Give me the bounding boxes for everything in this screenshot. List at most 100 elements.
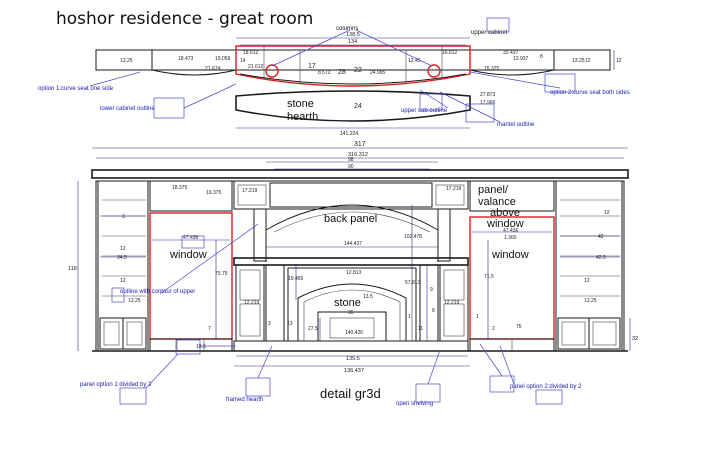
dim-text: 13.25 bbox=[572, 58, 585, 64]
stone-label: stone bbox=[334, 297, 361, 309]
outline-note-label: outline with contour of upper bbox=[120, 289, 195, 295]
dim-text: 16.612 bbox=[442, 50, 458, 56]
callout-box bbox=[119, 387, 147, 405]
framed-hearth bbox=[233, 340, 469, 352]
dim-text: 27.873 bbox=[480, 92, 496, 98]
fireplace-arch bbox=[297, 283, 407, 341]
stone-hearth-outline bbox=[235, 90, 471, 122]
framed-hearth-label: framed hearth bbox=[226, 397, 263, 403]
mantel-shelf bbox=[233, 257, 469, 266]
dim-text: 134 bbox=[348, 39, 357, 45]
dim-text: 13 bbox=[287, 321, 293, 327]
callout-box bbox=[419, 93, 443, 111]
dim-text: 34.5 bbox=[117, 255, 127, 261]
left-column bbox=[253, 208, 267, 262]
dim-text: 141.224 bbox=[340, 131, 358, 137]
dim-text: 47.436 bbox=[503, 228, 519, 234]
dim-text: 18.375 bbox=[172, 185, 188, 191]
callout-box bbox=[153, 97, 185, 119]
stone-label: stone bbox=[287, 98, 314, 110]
valance-label-line2: valance bbox=[478, 196, 516, 208]
dim-text: 19.059 bbox=[215, 56, 231, 62]
dim-text: 3 bbox=[122, 214, 125, 220]
dim-text: 144.437 bbox=[344, 241, 362, 247]
callout-box bbox=[175, 339, 201, 355]
dim-text: 90 bbox=[348, 164, 354, 170]
right-valance bbox=[469, 180, 555, 212]
center-upper-panel bbox=[269, 182, 433, 208]
right-window-label: window bbox=[491, 249, 529, 261]
center-upper-cabinets bbox=[233, 180, 469, 210]
columns-label: columns bbox=[336, 26, 358, 32]
dim-text: 32.437 bbox=[503, 50, 519, 56]
top-plan: 138.5 134 13.25 18.473 19.059 18.612 21.… bbox=[38, 17, 630, 137]
dim-text: 9 bbox=[430, 287, 433, 293]
dim-text: 32 bbox=[632, 336, 638, 342]
dim-text: 13.5 bbox=[363, 294, 373, 300]
hearth-label: hearth bbox=[287, 111, 318, 123]
dim-text: 12 bbox=[585, 58, 591, 64]
dim-text: 1.360 bbox=[504, 235, 517, 241]
callout-box bbox=[535, 389, 563, 405]
dim-text: 3 bbox=[268, 321, 271, 327]
dim-text: 12 bbox=[120, 246, 126, 252]
firebox bbox=[317, 311, 387, 342]
panel-option2-label: panel option 2:divided by 2 bbox=[510, 384, 582, 390]
dim-text: 1 bbox=[476, 314, 479, 320]
dim-text: 71.5 bbox=[484, 274, 494, 280]
dim-text: 24.995 bbox=[370, 70, 386, 76]
dim-text: 24 bbox=[354, 103, 362, 110]
dim-text: 21.612 bbox=[248, 64, 264, 70]
option1-label: option 1:curve seat one side bbox=[38, 86, 114, 92]
callout-box bbox=[486, 17, 510, 33]
right-column bbox=[437, 208, 451, 262]
dim-text: 15.375 bbox=[484, 66, 500, 72]
upper-cabinet-outline bbox=[235, 45, 471, 87]
dim-text: 75 bbox=[516, 324, 522, 330]
dim-text: 102.478 bbox=[404, 234, 422, 240]
callout-box bbox=[415, 383, 441, 403]
dim-text: 17.219 bbox=[446, 186, 462, 192]
front-elevation: 317 316.312 98 90 bbox=[68, 141, 638, 407]
dim-text: 14 bbox=[240, 58, 246, 64]
valance-label-line3: above bbox=[490, 207, 520, 219]
dim-text: 13.25 bbox=[128, 298, 141, 304]
dim-text: 138.5 bbox=[346, 32, 360, 38]
drawing-title: hoshor residence - great room bbox=[56, 9, 313, 29]
dim-text: 13.25 bbox=[584, 298, 597, 304]
open-shelving-label: open shelving bbox=[396, 401, 433, 407]
dim-text: 75.75 bbox=[215, 271, 228, 277]
upper-cabinet-label: upper cabinet bbox=[471, 30, 508, 36]
dim-text: 118 bbox=[68, 266, 77, 272]
dim-text: 47.436 bbox=[183, 235, 199, 241]
dim-text: 8 bbox=[540, 54, 543, 60]
dim-text: 18.5 bbox=[196, 344, 206, 350]
dim-text: 317 bbox=[354, 141, 366, 148]
column-right bbox=[427, 64, 441, 78]
dim-text: 19.375 bbox=[206, 190, 222, 196]
valance-label-line1: panel/ bbox=[478, 184, 509, 196]
callout-box bbox=[181, 235, 205, 249]
callout-box bbox=[544, 73, 576, 93]
back-panel-arch bbox=[265, 204, 439, 262]
dim-text: 12 bbox=[616, 58, 622, 64]
dim-text: 22 bbox=[354, 67, 362, 74]
mantel-outline-label: mantel outline bbox=[497, 122, 535, 128]
dim-text: 11 bbox=[418, 326, 423, 332]
dim-text: 42 bbox=[598, 234, 604, 240]
left-curve-seat bbox=[151, 69, 237, 76]
dim-text: 12 bbox=[120, 278, 126, 284]
callout-box bbox=[245, 377, 271, 397]
right-curve-seat bbox=[469, 69, 555, 76]
option2-label: option 2:curve seat both sides bbox=[550, 90, 630, 96]
dim-text: 27.5 bbox=[308, 326, 318, 332]
back-panel-label: back panel bbox=[324, 213, 377, 225]
left-window-sill bbox=[149, 338, 233, 352]
dim-text: 13.937 bbox=[513, 56, 529, 62]
left-window-label: window bbox=[169, 249, 207, 261]
dim-text: 136.437 bbox=[344, 368, 364, 374]
left-valance bbox=[149, 180, 233, 212]
cabinet-run bbox=[151, 49, 555, 71]
callout-box bbox=[111, 287, 125, 303]
